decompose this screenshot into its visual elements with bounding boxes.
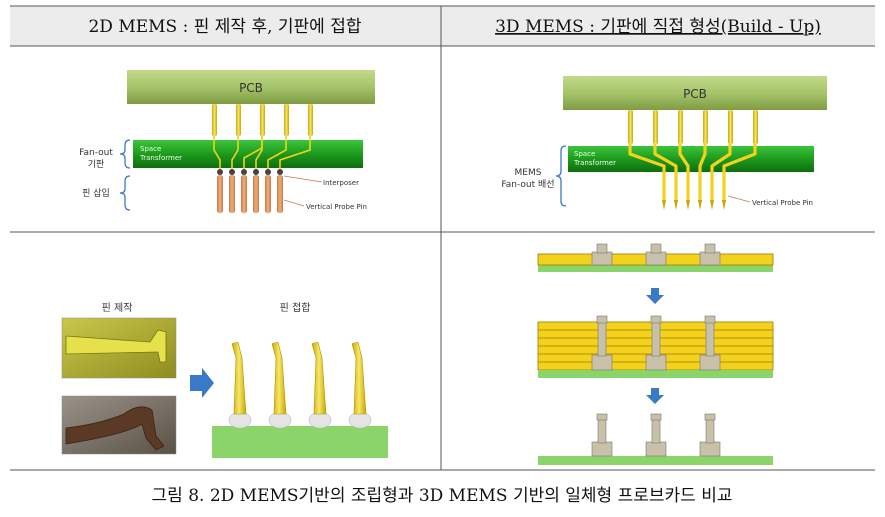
- fanout-label-2: 기판: [88, 159, 105, 170]
- braces-left: [119, 139, 131, 211]
- panel-3d-buildup: PCB Space Transformer: [501, 76, 827, 210]
- header-left-title: 2D MEMS : 핀 제작 후, 기판에 접합: [88, 17, 361, 37]
- panel-3d-process: [537, 243, 774, 465]
- st-label-right-1: Space: [574, 150, 595, 158]
- pin-bond-label: 핀 접합: [280, 302, 311, 314]
- pcb-label-right: PCB: [683, 87, 707, 101]
- photo-pin-fabricated: [61, 317, 177, 379]
- table-borders: [10, 5, 875, 471]
- process-step-1: [537, 243, 774, 272]
- upper-pins-left: [212, 104, 313, 136]
- pin-insert-label: 핀 삽입: [82, 187, 110, 199]
- leader-lines-left: [283, 175, 323, 207]
- probe-tips-right: [662, 200, 726, 210]
- pcb-board-right: [563, 76, 827, 110]
- pcb-board-left: [127, 70, 375, 104]
- header-right-title: 3D MEMS : 기판에 직접 형성(Build - Up): [495, 17, 821, 37]
- orange-probe-pins: [217, 175, 283, 213]
- st-label-left-1: Space: [140, 145, 161, 153]
- panel-2d-photos: 핀 제작 핀 접합: [61, 302, 388, 458]
- mems-label-1: MEMS: [515, 168, 542, 178]
- process-arrow-down-2: [646, 388, 664, 404]
- space-transformer-left: [133, 140, 363, 168]
- pin-make-label: 핀 제작: [102, 302, 133, 314]
- header-left-bg: [10, 6, 441, 46]
- mems-label-2: Fan-out 배선: [501, 179, 554, 190]
- fanout-wiring-left: [213, 136, 311, 170]
- process-step-2: [537, 315, 774, 378]
- process-arrow-right: [190, 368, 214, 398]
- bond-substrate: [212, 426, 388, 458]
- leader-line-right: [727, 195, 751, 203]
- st-label-left-2: Transformer: [139, 154, 182, 162]
- interposer-label: Interposer: [323, 179, 359, 187]
- st-label-right-2: Transformer: [573, 159, 616, 167]
- process-arrow-down-1: [646, 288, 664, 304]
- process-step-3: [538, 413, 773, 465]
- probe-label-right: Vertical Probe Pin: [752, 199, 813, 207]
- panel-2d-assembly: PCB Space Transformer: [79, 70, 375, 213]
- pcb-label-left: PCB: [239, 81, 263, 95]
- photo-pin-substrate: [61, 395, 177, 455]
- upper-pins-right: [628, 110, 758, 144]
- probe-label-left: Vertical Probe Pin: [306, 203, 367, 211]
- figure-caption: 그림 8. 2D MEMS기반의 조립형과 3D MEMS 기반의 일체형 프로…: [152, 486, 733, 506]
- bonded-pins: [228, 341, 372, 429]
- fanout-wiring-right: [628, 144, 757, 200]
- fanout-label-1: Fan-out: [79, 148, 113, 158]
- interposer-dots: [217, 169, 283, 175]
- brace-right: [555, 145, 567, 207]
- space-transformer-right: [568, 146, 814, 172]
- header-right-bg: [441, 6, 875, 46]
